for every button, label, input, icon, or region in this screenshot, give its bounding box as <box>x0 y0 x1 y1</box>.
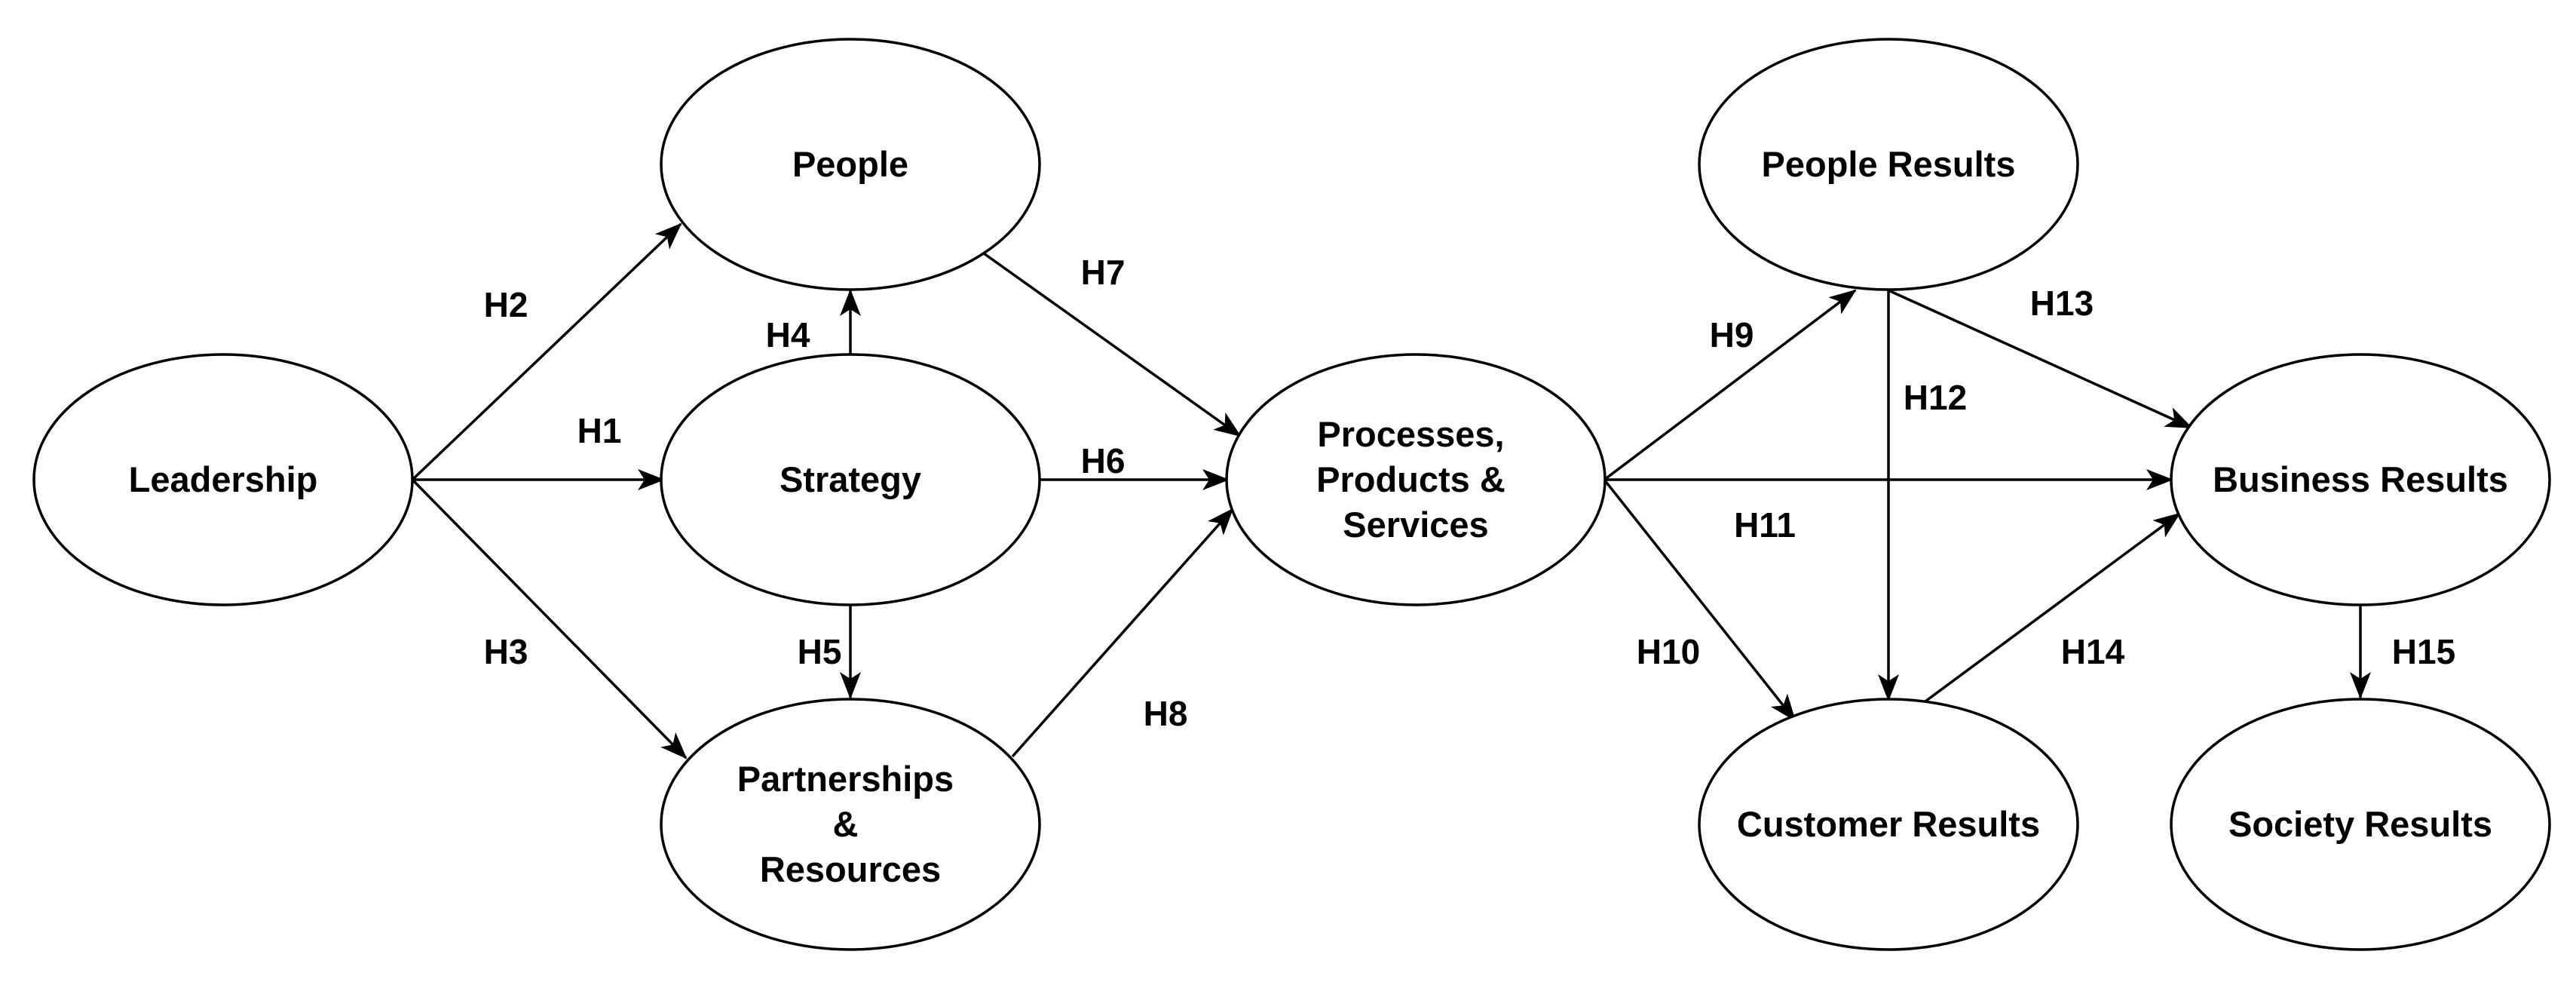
edge-label-h5: H5 <box>798 632 842 671</box>
edge-h7 <box>982 252 1242 437</box>
edge-h3 <box>411 478 688 760</box>
node-business-results-label: Business Results <box>2213 459 2508 499</box>
node-society-results-ellipse <box>2170 698 2551 951</box>
edge-h10 <box>1603 478 1796 722</box>
edge-label-h7: H7 <box>1081 253 1126 292</box>
node-leadership: Leadership <box>32 353 414 606</box>
node-business-results-ellipse <box>2170 353 2551 606</box>
node-partnerships-resources: Partnerships & Resources <box>660 698 1041 951</box>
edge-h9 <box>1603 289 1857 481</box>
node-label-line: & <box>832 804 858 844</box>
node-label-line: Business Results <box>2213 459 2508 499</box>
node-label-line: Partnerships <box>737 759 954 799</box>
node-label-line: People <box>792 144 908 184</box>
node-people-label: People <box>792 144 908 184</box>
edge-h14 <box>1919 512 2181 707</box>
edge-h8 <box>1011 508 1234 758</box>
node-processes-label: Processes, Products & Services <box>1316 414 1515 545</box>
node-label-line: Customer Results <box>1737 804 2040 844</box>
node-partnerships-ellipse <box>660 698 1041 951</box>
edge-label-h2: H2 <box>484 285 528 324</box>
node-processes-ellipse <box>1225 353 1607 606</box>
edge-label-h4: H4 <box>766 315 810 354</box>
node-people-results: People Results <box>1698 38 2079 291</box>
node-processes-products-services: Processes, Products & Services <box>1225 353 1607 606</box>
edge-label-h8: H8 <box>1144 694 1188 733</box>
nodes-layer: Leadership People Strategy Partnerships … <box>32 38 2551 951</box>
node-people-results-label: People Results <box>1762 144 2016 184</box>
node-label-line: Services <box>1343 505 1488 545</box>
node-strategy-ellipse <box>660 353 1041 606</box>
edge-label-h10: H10 <box>1637 632 1700 671</box>
edges-layer <box>411 222 2371 760</box>
edge-label-h14: H14 <box>2061 632 2125 671</box>
edge-label-h9: H9 <box>1710 315 1754 354</box>
node-label-line: Resources <box>760 849 941 889</box>
edge-h13 <box>1888 289 2193 429</box>
node-leadership-ellipse <box>32 353 414 606</box>
node-partnerships-label: Partnerships & Resources <box>737 759 963 889</box>
edge-label-h12: H12 <box>1904 378 1967 417</box>
node-label-line: Processes, <box>1317 414 1504 454</box>
edge-h2 <box>411 222 682 481</box>
edge-label-h15: H15 <box>2392 632 2455 671</box>
node-people: People <box>660 38 1041 291</box>
edge-label-h1: H1 <box>577 411 622 450</box>
edge-labels-layer: H1 H2 H3 H4 H5 H6 H7 H8 H9 H10 H11 H12 H… <box>484 253 2456 733</box>
node-label-line: Products & <box>1316 459 1505 499</box>
node-strategy-label: Strategy <box>780 459 921 499</box>
node-leadership-label: Leadership <box>129 459 318 499</box>
node-business-results: Business Results <box>2170 353 2551 606</box>
node-label-line: People Results <box>1762 144 2016 184</box>
edge-label-h13: H13 <box>2030 284 2094 323</box>
node-people-results-ellipse <box>1698 38 2079 291</box>
node-customer-results: Customer Results <box>1698 698 2079 951</box>
edge-label-h3: H3 <box>484 632 528 671</box>
node-label-line: Society Results <box>2228 804 2492 844</box>
node-customer-results-label: Customer Results <box>1737 804 2040 844</box>
node-society-results: Society Results <box>2170 698 2551 951</box>
node-customer-results-ellipse <box>1698 698 2079 951</box>
edge-label-h6: H6 <box>1081 441 1126 480</box>
node-label-line: Strategy <box>780 459 921 499</box>
edge-label-h11: H11 <box>1734 505 1796 545</box>
node-strategy: Strategy <box>660 353 1041 606</box>
node-society-results-label: Society Results <box>2228 804 2492 844</box>
node-label-line: Leadership <box>129 459 318 499</box>
node-people-ellipse <box>660 38 1041 291</box>
